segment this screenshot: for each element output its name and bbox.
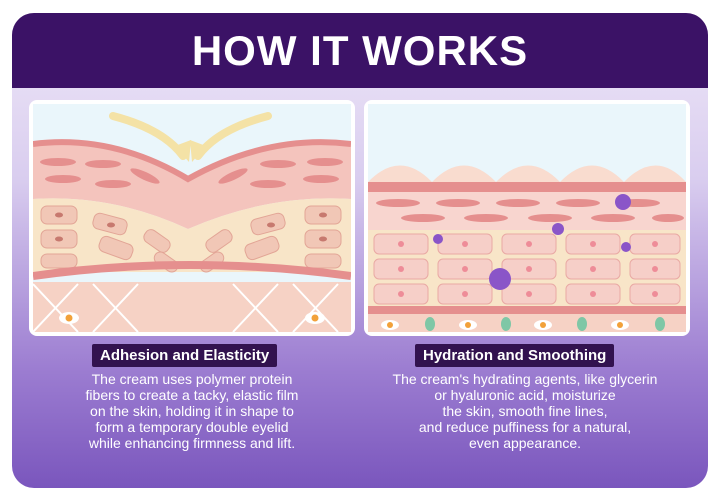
hydration-panel [364, 100, 690, 336]
hydration-description: The cream's hydrating agents, like glyce… [392, 371, 658, 451]
hydration-label: Hydration and Smoothing [415, 344, 615, 367]
how-it-works-card: HOW IT WORKS [12, 13, 708, 488]
adhesion-panel [29, 100, 355, 336]
adhesion-description: The cream uses polymer protein fibers to… [85, 371, 299, 451]
skin-fold-illustration [33, 104, 351, 332]
header-banner: HOW IT WORKS [12, 13, 708, 88]
skin-hydration-illustration [368, 104, 686, 332]
adhesion-label: Adhesion and Elasticity [92, 344, 278, 367]
page-title: HOW IT WORKS [191, 26, 529, 74]
